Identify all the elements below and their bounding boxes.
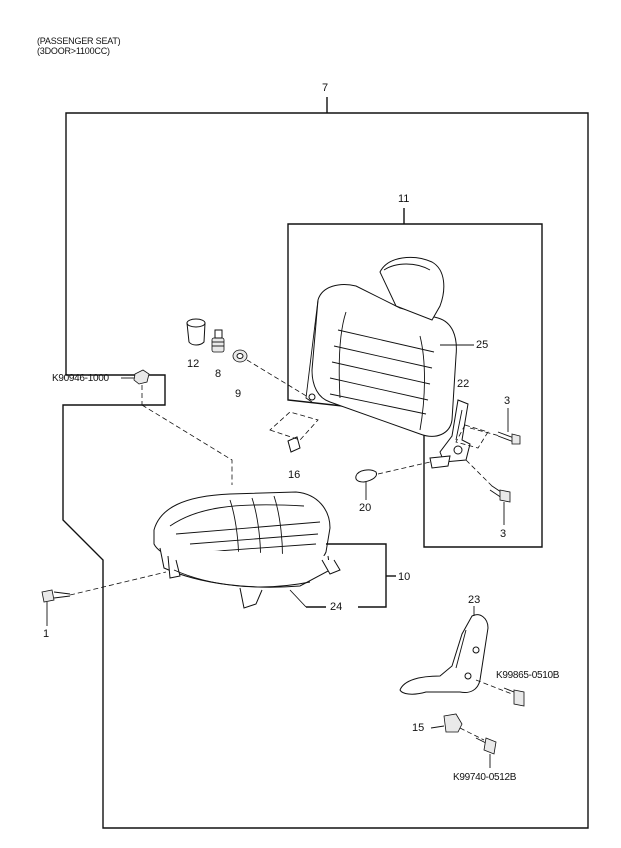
callout-k99865: K99865-0510B — [496, 670, 560, 681]
part-12-cap — [186, 318, 206, 346]
callout-11: 11 — [398, 193, 410, 205]
callout-24: 24 — [330, 601, 343, 613]
leader-24 — [289, 589, 307, 608]
part-16-bracket — [287, 436, 301, 453]
callout-8: 8 — [215, 368, 222, 380]
dash-16 — [269, 411, 319, 441]
header-line-1: (PASSENGER SEAT) — [37, 36, 121, 46]
seat-cushion — [153, 491, 341, 609]
dash-15 — [459, 727, 485, 741]
callout-22: 22 — [457, 378, 470, 390]
callout-1: 1 — [43, 628, 50, 640]
dash-clip-2 — [141, 404, 233, 485]
backrest-boundary-11 — [287, 223, 543, 548]
screw-k99740 — [475, 737, 497, 755]
callout-k90946: K90946-1000 — [52, 373, 109, 384]
screw-k99865 — [503, 687, 525, 707]
assembly-boundary-7 — [62, 112, 589, 829]
callout-3-lower: 3 — [500, 528, 507, 540]
callout-3-upper: 3 — [504, 395, 511, 407]
callout-12: 12 — [187, 358, 200, 370]
callout-7: 7 — [322, 82, 329, 94]
header-line-2: (3DOOR>1100CC) — [37, 46, 110, 56]
dash-22c — [455, 424, 489, 449]
dash-22b — [465, 459, 495, 489]
callout-15: 15 — [412, 722, 425, 734]
callout-10: 10 — [398, 571, 411, 583]
part-8-bushing — [211, 329, 225, 353]
callout-25: 25 — [476, 339, 489, 351]
clip-k90946 — [121, 369, 150, 385]
dash-23 — [475, 679, 513, 695]
part-23-bracket — [399, 614, 489, 695]
part-15-clip — [430, 713, 463, 733]
dash-22a — [469, 427, 501, 437]
callout-9: 9 — [235, 388, 242, 400]
seat-back — [305, 256, 457, 437]
dash-1 — [69, 571, 167, 596]
part-20-cover — [355, 469, 377, 483]
dash-9 — [246, 359, 309, 398]
callout-23: 23 — [468, 594, 481, 606]
bolt-3-upper — [497, 431, 521, 445]
callout-k99740: K99740-0512B — [453, 772, 517, 783]
bolt-3-lower — [489, 485, 511, 503]
callout-16: 16 — [288, 469, 301, 481]
callout-20: 20 — [359, 502, 372, 514]
part-22-recliner — [429, 399, 471, 469]
bolt-1 — [41, 589, 71, 603]
dash-20 — [377, 461, 431, 475]
part-9-grommet — [232, 349, 248, 363]
bracket-10 — [326, 543, 387, 608]
